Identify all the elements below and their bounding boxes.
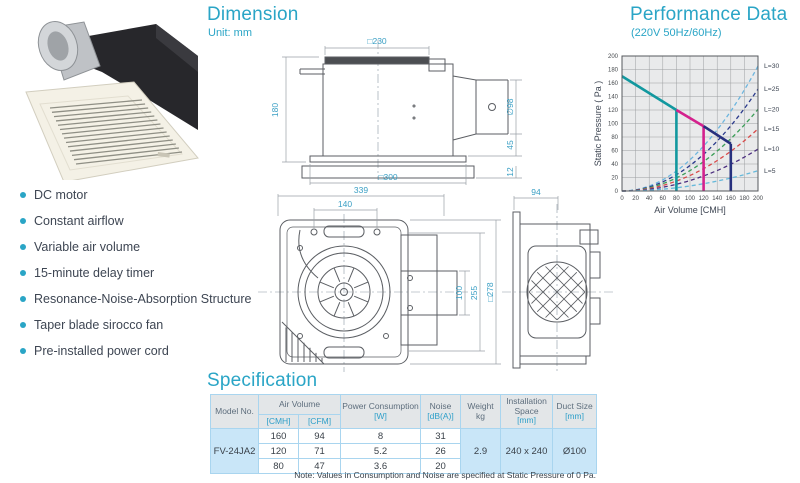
dim-label-180: 180 (270, 103, 280, 117)
feature-item: Constant airflow (18, 208, 251, 234)
y-tick-label: 160 (608, 81, 619, 87)
y-axis-label: Static Pressure ( Pa ) (593, 81, 603, 167)
performance-title: Performance Data (630, 4, 788, 25)
x-tick-label: 60 (659, 196, 666, 202)
cfm-cell: 71 (297, 443, 342, 459)
x-tick-label: 140 (712, 196, 723, 202)
y-tick-label: 20 (611, 176, 618, 182)
col-header-model: Model No. (210, 394, 259, 429)
legend-label: L=5 (764, 168, 776, 175)
noise-cell: 31 (420, 428, 462, 444)
x-tick-label: 100 (685, 196, 696, 202)
feature-item: Taper blade sirocco fan (18, 312, 251, 338)
y-tick-label: 100 (608, 122, 619, 128)
duct-cell: Ø100 (552, 428, 598, 474)
specification-table: Model No. Air Volume Power Consumption[W… (210, 394, 598, 474)
cfm-cell: 47 (297, 458, 342, 474)
power-cell: 5.2 (340, 443, 422, 459)
dim-label-230: □230 (367, 36, 387, 46)
duct-elbow (37, 21, 101, 81)
performance-subtitle: (220V 50Hz/60Hz) (631, 27, 722, 39)
col-header-space: Installation Space[mm] (500, 394, 554, 429)
feature-item: Pre-installed power cord (18, 338, 251, 364)
legend-label: L=20 (764, 106, 780, 113)
cfm-cell: 94 (297, 428, 342, 444)
y-tick-label: 0 (615, 189, 619, 195)
dim-label-255: 255 (469, 286, 479, 300)
legend-label: L=30 (764, 63, 780, 70)
dim-label-45: 45 (505, 140, 515, 150)
feature-list: DC motor Constant airflow Variable air v… (18, 182, 251, 364)
dim-label-300: □300 (378, 172, 398, 182)
col-header-power: Power Consumption[W] (340, 394, 422, 429)
cmh-cell: 160 (258, 428, 299, 444)
col-header-cfm: [CFM] (297, 414, 342, 429)
dim-label-12: 12 (505, 167, 515, 177)
weight-cell: 2.9 (460, 428, 502, 474)
x-tick-label: 20 (632, 196, 639, 202)
power-cell: 8 (340, 428, 422, 444)
profile-view-drawing: 94 (502, 187, 616, 372)
dimension-unit: Unit: mm (208, 27, 252, 39)
cooling-fins (285, 327, 323, 362)
y-tick-label: 120 (608, 108, 619, 114)
y-tick-label: 200 (608, 54, 619, 60)
legend-label: L=15 (764, 126, 780, 133)
x-axis-label: Air Volume [CMH] (654, 205, 726, 215)
side-elevation-drawing: □230 180 ∅98 45 12 □300 (270, 36, 522, 185)
x-tick-label: 80 (673, 196, 680, 202)
fan-spokes (319, 267, 369, 317)
dim-label-278: □278 (485, 282, 495, 302)
col-header-noise: Noise[dB(A)] (420, 394, 462, 429)
table-row: 80 47 3.6 20 (211, 458, 597, 474)
col-header-cmh: [CMH] (258, 414, 299, 429)
feature-item: Variable air volume (18, 234, 251, 260)
feature-item: Resonance-Noise-Absorption Structure (18, 286, 251, 312)
x-tick-label: 180 (739, 196, 750, 202)
y-tick-label: 80 (611, 135, 618, 141)
noise-cell: 20 (420, 458, 462, 474)
x-tick-label: 160 (726, 196, 737, 202)
plan-view-drawing: 339 140 100 255 □278 (258, 186, 501, 372)
legend-label: L=25 (764, 86, 780, 93)
space-cell: 240 x 240 (500, 428, 554, 474)
y-tick-label: 180 (608, 68, 619, 74)
col-header-air-volume: Air Volume (257, 394, 342, 415)
noise-cell: 26 (420, 443, 462, 459)
cmh-cell: 80 (258, 458, 299, 474)
grille-slats (49, 99, 183, 165)
table-row: FV-24JA2 160 94 8 31 2.9 240 x 240 Ø100 (210, 428, 598, 474)
cmh-cell: 120 (258, 443, 299, 459)
y-tick-label: 140 (608, 95, 619, 101)
dim-label-98: ∅98 (505, 98, 515, 115)
feature-item: 15-minute delay timer (18, 260, 251, 286)
grille-panel (25, 81, 199, 180)
legend-label: L=10 (764, 146, 780, 153)
dim-label-140: 140 (338, 199, 352, 209)
col-header-duct: Duct Size[mm] (552, 394, 598, 429)
x-tick-label: 0 (620, 196, 624, 202)
specification-title: Specification (207, 370, 318, 391)
dimension-title: Dimension (207, 4, 299, 25)
model-number-cell: FV-24JA2 (210, 428, 259, 474)
table-note: Note: Values in Consumption and Noise ar… (294, 470, 596, 480)
dim-label-339: 339 (354, 186, 368, 195)
feature-item: DC motor (18, 182, 251, 208)
y-tick-label: 60 (611, 149, 618, 155)
x-tick-label: 40 (646, 196, 653, 202)
x-tick-label: 200 (753, 196, 764, 202)
product-photo (25, 21, 199, 180)
fan-housing (66, 24, 198, 130)
power-cell: 3.6 (340, 458, 422, 474)
x-tick-label: 120 (699, 196, 710, 202)
y-tick-label: 40 (611, 162, 618, 168)
brand-mark (157, 152, 170, 158)
dim-label-100: 100 (454, 286, 464, 300)
dim-label-94: 94 (531, 187, 541, 197)
